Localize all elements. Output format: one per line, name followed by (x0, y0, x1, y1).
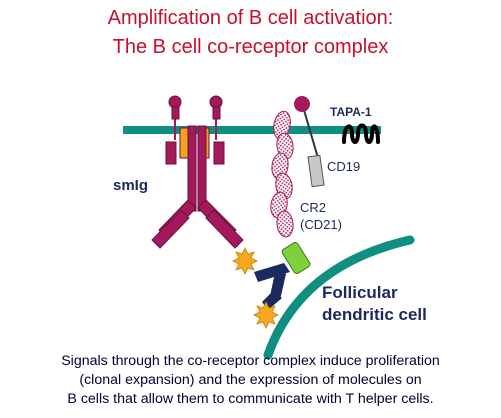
caption-line-1: Signals through the co-receptor complex … (61, 353, 440, 369)
label-fdc-2: dendritic cell (322, 305, 427, 324)
caption-line-3: B cells that allow them to communicate w… (67, 391, 434, 407)
title-line-1: Amplification of B cell activation: (107, 7, 394, 29)
label-tapa1: TAPA-1 (330, 105, 372, 119)
smig-antibody (151, 95, 244, 249)
immune-complex (254, 263, 290, 310)
antigen-1 (232, 247, 258, 275)
label-smig: smIg (113, 177, 148, 194)
label-cr2: CR2 (300, 200, 326, 215)
tapa1-molecule (342, 123, 380, 144)
fdc-membrane (263, 235, 415, 360)
cr2-molecule (270, 110, 294, 238)
antigen-2 (253, 301, 279, 329)
caption-line-2: (clonal expansion) and the expression of… (79, 372, 422, 388)
title-line-2: The B cell co-receptor complex (112, 36, 389, 58)
b-cell-membrane (123, 126, 381, 134)
label-cd19: CD19 (327, 159, 360, 174)
label-fdc-1: Follicular (322, 283, 398, 302)
cd19-molecule (294, 96, 325, 188)
label-cd21: (CD21) (300, 217, 342, 232)
complement-fragment (281, 241, 311, 275)
